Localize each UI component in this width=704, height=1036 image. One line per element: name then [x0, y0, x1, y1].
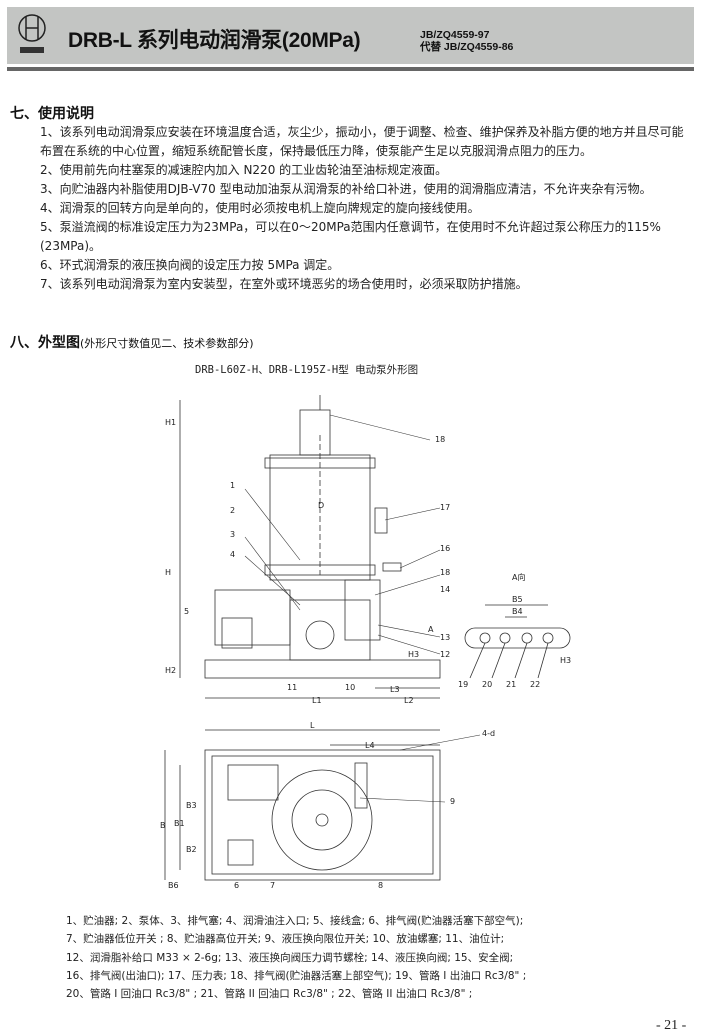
- part-number: 16: [440, 544, 450, 553]
- outline-note: (外形尺寸数值见二、技术参数部分): [80, 337, 254, 350]
- outline-heading: 八、外型图: [10, 335, 80, 351]
- part-number: 19: [458, 680, 468, 689]
- instruction-item: 3、向贮油器内补脂使用DJB-V70 型电动加油泵从润滑泵的补给口补进，使用的润…: [40, 182, 652, 196]
- dim-label: L1: [312, 696, 322, 705]
- part-number: 9: [450, 797, 455, 806]
- dim-label: D: [318, 501, 324, 510]
- instruction-item: 6、环式润滑泵的液压换向阀的设定压力按 5MPa 调定。: [40, 258, 340, 272]
- part-number: 6: [234, 881, 239, 890]
- part-number: 21: [506, 680, 516, 689]
- part-number: 5: [184, 607, 189, 616]
- legend-line: 16、排气阀(出油口); 17、压力表; 18、排气阀(贮油器活塞上部空气); …: [66, 969, 527, 982]
- part-number: 22: [530, 680, 540, 689]
- legend-line: 1、贮油器; 2、泵体、3、排气塞; 4、润滑油注入口; 5、接线盒; 6、排气…: [66, 915, 524, 927]
- legend-line: 20、管路 I 回油口 Rc3/8" ; 21、管路 II 回油口 Rc3/8"…: [66, 988, 473, 1001]
- part-number: 4: [230, 550, 235, 559]
- view-label: A向: [512, 572, 525, 582]
- view-label: A: [428, 625, 434, 634]
- instruction-item: 5、泵溢流阀的标准设定压力为23MPa，可以在0～20MPa范围内任意调节，在使…: [40, 220, 661, 253]
- section-heading-usage: 七、使用说明: [10, 106, 94, 122]
- standard-code: JB/ZQ4559-97: [420, 29, 490, 41]
- legend-line: 7、贮油器低位开关 ; 8、贮油器高位开关; 9、液压换向限位开关; 10、放油…: [66, 933, 505, 946]
- dim-label: B4: [512, 607, 523, 616]
- dim-label: B2: [186, 845, 197, 854]
- replaced-standard: 代替 JB/ZQ4559-86: [420, 41, 514, 53]
- part-number: 13: [440, 633, 450, 642]
- dim-label: B: [160, 821, 166, 830]
- dim-label: H1: [165, 418, 176, 427]
- part-number: 12: [440, 650, 450, 659]
- part-number: 2: [230, 506, 235, 515]
- dim-label: L3: [390, 685, 400, 694]
- standard-number: JB/ZQ4559-97 代替 JB/ZQ4559-86: [420, 29, 513, 53]
- part-number: 11: [287, 683, 297, 692]
- dim-label: 4-d: [482, 729, 495, 738]
- drawing-labels: H1 H H2 H3 H3 D A向 B5 B4 A L1 L2 L3 L L4…: [160, 418, 571, 890]
- legend-line: 12、润滑脂补给口 M33 × 2-6g; 13、液压换向阀压力调节螺栓; 14…: [66, 951, 514, 964]
- dim-label: H: [165, 568, 171, 577]
- part-number: 3: [230, 530, 235, 539]
- dim-label: B3: [186, 801, 197, 810]
- side-view-a: [464, 604, 571, 679]
- dim-label: H2: [165, 666, 176, 675]
- page-title: DRB-L 系列电动润滑泵(20MPa): [68, 29, 361, 52]
- part-number: 18: [440, 568, 450, 577]
- front-view: [179, 395, 441, 699]
- part-number: 8: [378, 881, 383, 890]
- dim-label: L4: [365, 741, 375, 750]
- instruction-item: 4、润滑泵的回转方向是单向的，使用时必须按电机上旋向牌规定的旋向接线使用。: [40, 201, 480, 215]
- instruction-item: 7、该系列电动润滑泵为室内安装型，在室外或环境恶劣的场合使用时，必须采取防护措施…: [40, 277, 528, 291]
- parts-legend: 1、贮油器; 2、泵体、3、排气塞; 4、润滑油注入口; 5、接线盒; 6、排气…: [66, 912, 526, 1003]
- page-number: - 21 -: [656, 1018, 687, 1033]
- company-logo: [18, 14, 46, 53]
- section-heading-outline: 八、外型图(外形尺寸数值见二、技术参数部分): [10, 332, 254, 352]
- leader-lines: [244, 414, 481, 803]
- pump-outline-drawing: H1 H H2 H3 H3 D A向 B5 B4 A L1 L2 L3 L L4…: [160, 395, 571, 890]
- top-view: [164, 729, 441, 881]
- part-number: 17: [440, 503, 450, 512]
- part-number: 14: [440, 585, 450, 594]
- dim-label: L2: [404, 696, 414, 705]
- instruction-item: 1、该系列电动润滑泵应安装在环境温度合适，灰尘少，振动小，便于调整、检查、维护保…: [40, 125, 684, 158]
- part-number: 1: [230, 481, 235, 490]
- part-number: 10: [345, 683, 355, 692]
- dim-label: B6: [168, 881, 179, 890]
- part-number: 20: [482, 680, 492, 689]
- drawing-caption: DRB-L60Z-H、DRB-L195Z-H型 电动泵外形图: [195, 364, 419, 376]
- dim-label: B1: [174, 819, 185, 828]
- part-number: 18: [435, 435, 445, 444]
- usage-instructions: 1、该系列电动润滑泵应安装在环境温度合适，灰尘少，振动小，便于调整、检查、维护保…: [12, 123, 692, 294]
- dim-label: H3: [560, 656, 571, 665]
- header-divider: [7, 67, 694, 71]
- instruction-item: 2、使用前先向柱塞泵的减速腔内加入 N220 的工业齿轮油至油标规定液面。: [40, 163, 448, 177]
- dim-label: H3: [408, 650, 419, 659]
- dim-label: L: [310, 721, 315, 730]
- dim-label: B5: [512, 595, 523, 604]
- part-number: 7: [270, 881, 275, 890]
- header-bar: [7, 7, 694, 64]
